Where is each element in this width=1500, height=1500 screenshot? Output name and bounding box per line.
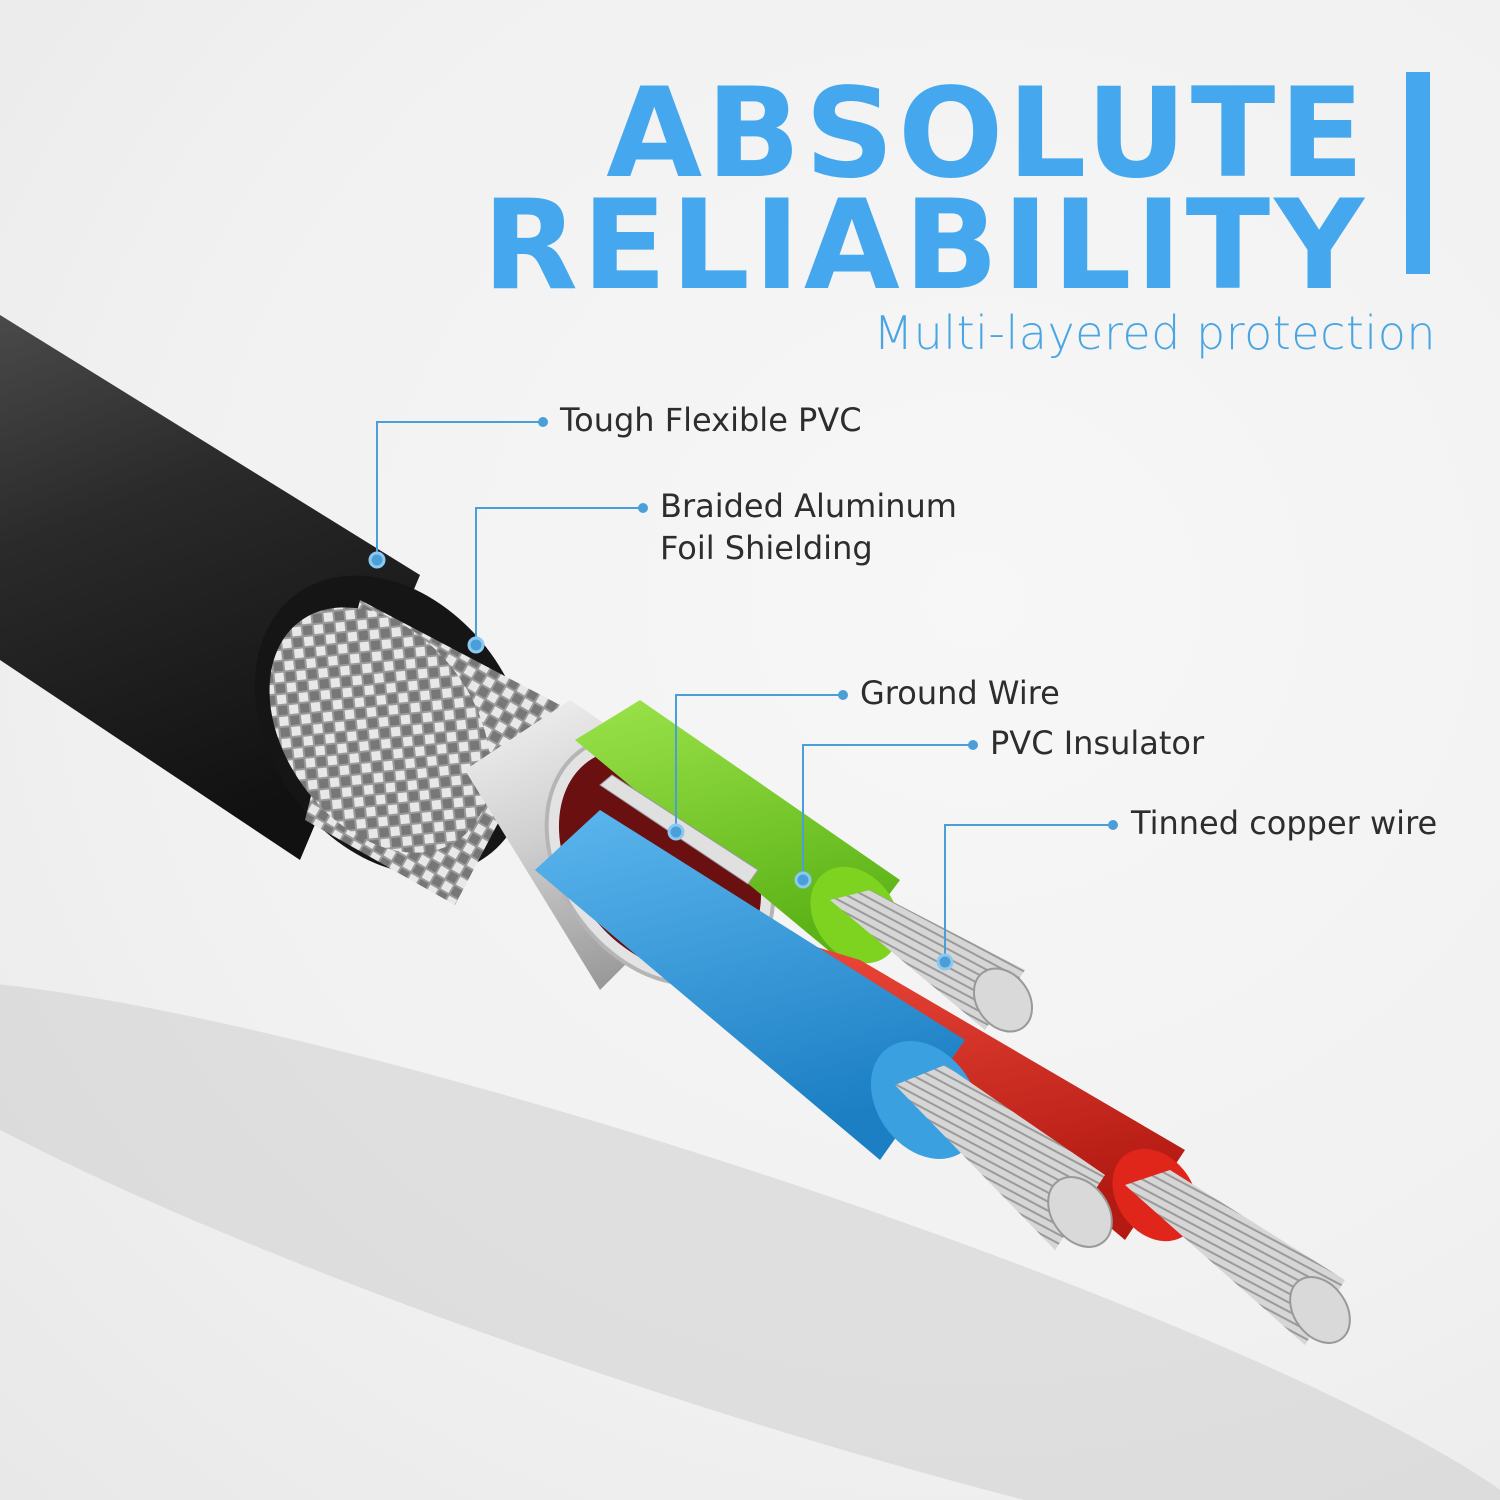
callout-tinned-copper-wire: Tinned copper wire bbox=[1131, 804, 1438, 842]
subtitle: Multi-layered protection bbox=[873, 306, 1436, 360]
accent-bar bbox=[1406, 72, 1430, 274]
callout-ground-wire: Ground Wire bbox=[860, 674, 1060, 712]
callout-tough-flexible-pvc: Tough Flexible PVC bbox=[560, 401, 862, 439]
callout-braided-shielding-line-1: Braided Aluminum bbox=[660, 487, 957, 525]
callout-dots bbox=[368, 417, 1118, 971]
braided-shield bbox=[269, 607, 491, 853]
blue-wire-insulation bbox=[535, 810, 965, 1160]
headline-line-1: ABSOLUTE bbox=[606, 62, 1368, 206]
callout-lines bbox=[376, 421, 1113, 962]
callout-pvc-insulator: PVC Insulator bbox=[990, 724, 1205, 762]
callout-braided-shielding-line-2: Foil Shielding bbox=[660, 529, 873, 567]
headline-line-2: RELIABILITY bbox=[482, 174, 1368, 318]
